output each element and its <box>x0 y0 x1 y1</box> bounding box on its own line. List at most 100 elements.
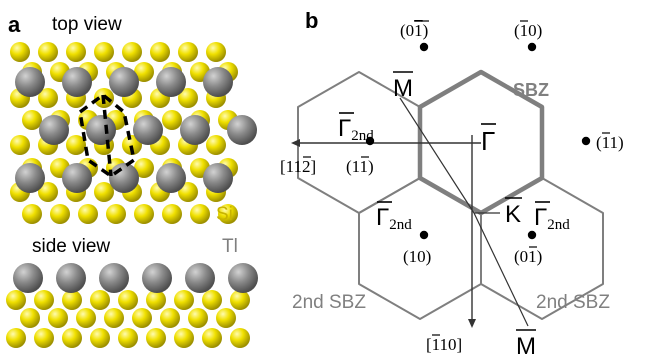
tl-atom <box>109 163 139 193</box>
si-atom <box>90 328 110 348</box>
index-0-1: (01) <box>514 247 542 266</box>
tl-atom <box>133 115 163 145</box>
top-view-title: top view <box>52 14 122 35</box>
si-atom <box>76 308 96 328</box>
tl-atom <box>203 67 233 97</box>
si-atom <box>50 204 70 224</box>
panel-b-label: b <box>305 8 318 33</box>
gamma-2nd-lower-right: Γ2nd <box>534 204 570 233</box>
lattice-point-1-0 <box>419 230 429 240</box>
si-atom <box>146 328 166 348</box>
gamma-point: Γ <box>481 126 495 156</box>
si-atom <box>66 42 86 62</box>
si-atom <box>202 328 222 348</box>
panel-b: b (01) <box>280 8 624 360</box>
direction-1bar-10: [110] <box>426 335 462 354</box>
si-atom <box>62 290 82 310</box>
second-sbz-label-right: 2nd SBZ <box>536 292 610 313</box>
side-view-si-atoms <box>6 290 250 348</box>
index-1-1bar: (11) <box>346 157 374 176</box>
si-atom <box>162 110 182 130</box>
si-atom <box>122 42 142 62</box>
si-atom <box>206 135 226 155</box>
si-atom <box>146 290 166 310</box>
si-atom <box>174 290 194 310</box>
tl-atom <box>142 263 172 293</box>
tl-atom <box>109 67 139 97</box>
first-sbz-hexagon <box>417 69 545 216</box>
si-atom <box>188 308 208 328</box>
tl-atom <box>15 67 45 97</box>
si-atom <box>10 42 30 62</box>
si-atom <box>150 42 170 62</box>
si-atom <box>20 308 40 328</box>
sbz-label: SBZ <box>513 80 549 100</box>
si-atom <box>6 290 26 310</box>
si-atom <box>62 328 82 348</box>
index-0-1bar: (01) <box>400 21 428 40</box>
si-atom <box>174 328 194 348</box>
si-atom <box>202 290 222 310</box>
lattice-point-0-1 <box>527 230 537 240</box>
index-1-0: (10) <box>403 247 431 266</box>
gamma-2nd-lower-left: Γ2nd <box>376 204 412 233</box>
index-1bar-0: (10) <box>514 21 542 40</box>
si-atom <box>118 328 138 348</box>
tl-atom <box>62 67 92 97</box>
panel-a: a top view Si Tl side view <box>6 12 258 348</box>
tl-atom <box>15 163 45 193</box>
si-atom <box>94 42 114 62</box>
si-atom <box>38 182 58 202</box>
si-atom <box>90 290 110 310</box>
tl-atom <box>13 263 43 293</box>
legend-si-label: Si <box>216 204 233 225</box>
si-atom <box>206 42 226 62</box>
si-atom <box>94 182 114 202</box>
si-atom <box>134 204 154 224</box>
side-view-title: side view <box>32 236 110 257</box>
direction-arrows <box>291 97 529 328</box>
si-atom <box>118 290 138 310</box>
m-point-top: M <box>393 75 413 102</box>
si-atom <box>78 204 98 224</box>
si-atom <box>132 308 152 328</box>
si-atom <box>34 290 54 310</box>
si-atom <box>134 158 154 178</box>
si-atom <box>160 308 180 328</box>
si-atom <box>22 110 42 130</box>
tl-atom <box>203 163 233 193</box>
tl-atom <box>86 115 116 145</box>
tl-atom <box>227 115 257 145</box>
tl-atom <box>39 115 69 145</box>
index-1bar-1: (11) <box>596 133 624 152</box>
miller-index-labels: (01) (10) (11) (11) (10) (01) <box>346 20 624 266</box>
tl-atom <box>99 263 129 293</box>
tl-atom <box>56 263 86 293</box>
si-atom <box>10 135 30 155</box>
tl-atom <box>185 263 215 293</box>
legend-tl-label: Tl <box>222 236 238 257</box>
tl-atom <box>228 263 258 293</box>
unit-cell-dashed-outline <box>78 92 136 179</box>
tl-atom <box>156 163 186 193</box>
si-atom <box>178 42 198 62</box>
lattice-point-1-1bar <box>365 136 375 146</box>
tl-atom <box>156 67 186 97</box>
si-atom <box>218 204 238 224</box>
reciprocal-lattice-points <box>365 42 591 240</box>
si-atom <box>230 290 250 310</box>
m-point-bottom: M <box>516 333 536 360</box>
high-symmetry-labels: M Γ Γ2nd Γ2nd Γ2nd K M <box>338 71 570 360</box>
second-sbz-label-left: 2nd SBZ <box>292 292 366 313</box>
si-atom <box>134 62 154 82</box>
si-atom <box>48 308 68 328</box>
k-point: K <box>505 201 521 228</box>
side-view-tl-atoms <box>13 263 258 293</box>
tl-atom <box>62 163 92 193</box>
lattice-point-0-1bar <box>419 42 429 52</box>
si-atom <box>106 204 126 224</box>
si-atom <box>66 135 86 155</box>
lattice-point-1bar-0 <box>527 42 537 52</box>
si-atom <box>162 204 182 224</box>
